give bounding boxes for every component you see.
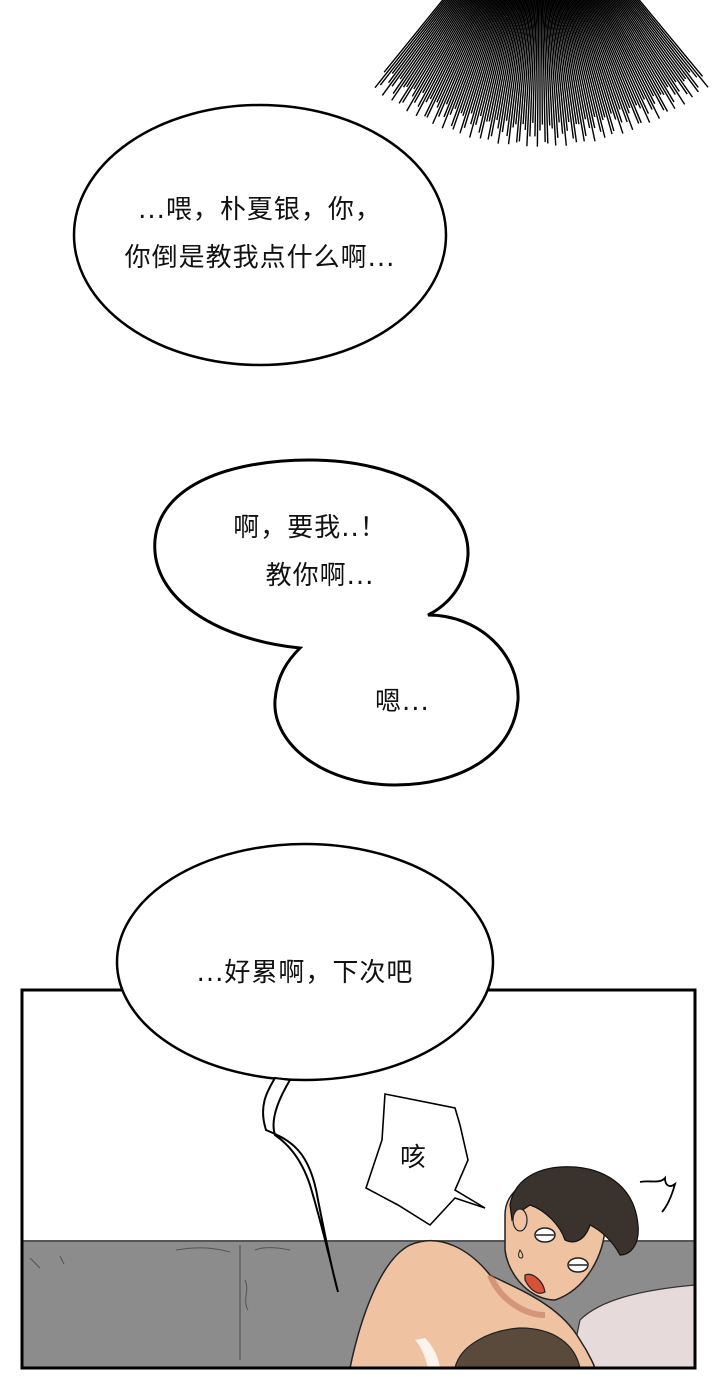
bubble-3-line-1: ...好累啊，下次吧 [196, 958, 414, 988]
character-hair [509, 1166, 639, 1256]
sfx-cough: 咳 [400, 1143, 428, 1173]
bubble-2-line-2: 教你啊... [265, 561, 375, 591]
second-character-hair [454, 1327, 581, 1368]
bubble-1-line-2: 你倒是教我点什么啊... [124, 243, 396, 273]
annoyance-mark-icon [639, 1175, 677, 1213]
pillow [569, 1284, 695, 1368]
bubble-1-line-1: ...喂，朴夏银，你， [138, 195, 382, 225]
bubble-2-lobe-text: 嗯... [375, 687, 430, 717]
bubble-3-tail [262, 1076, 339, 1293]
bubble-2-line-1: 啊，要我..！ [233, 513, 387, 543]
character-mouth [524, 1273, 546, 1294]
